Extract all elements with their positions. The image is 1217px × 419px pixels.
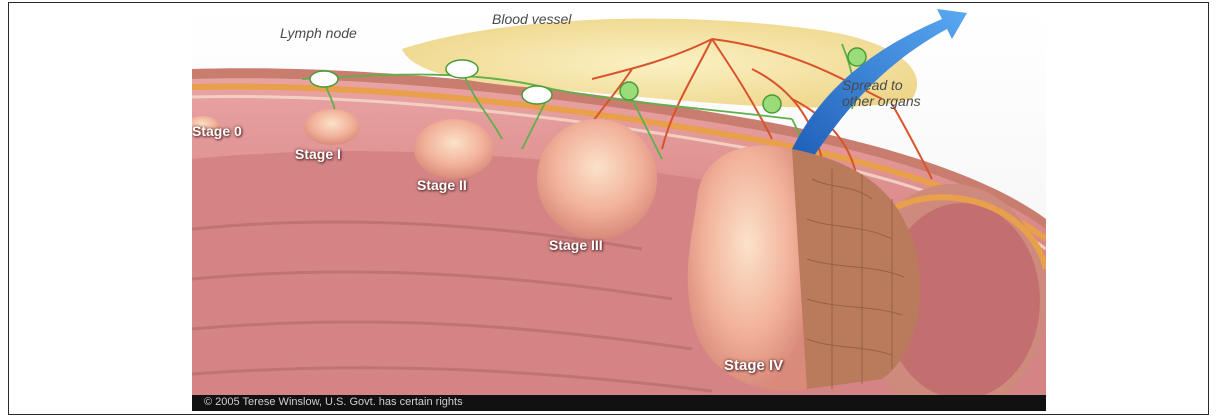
copyright-notice: © 2005 Terese Winslow, U.S. Govt. has ce… bbox=[204, 396, 463, 408]
stage-1-label: Stage I bbox=[295, 146, 341, 162]
spread-label-line1: Spread to bbox=[842, 77, 903, 93]
lymph-node-label: Lymph node bbox=[280, 25, 357, 41]
stage-0-label: Stage 0 bbox=[192, 123, 242, 139]
stage-4-label: Stage IV bbox=[724, 357, 783, 374]
stage-3-label: Stage III bbox=[549, 237, 603, 253]
blood-vessel-label: Blood vessel bbox=[492, 11, 571, 27]
image-frame: Lymph node Blood vessel Spread to other … bbox=[8, 2, 1209, 415]
spread-label-line2: other organs bbox=[842, 93, 921, 109]
illustration-artwork bbox=[192, 9, 1046, 411]
colon-cancer-stages-illustration: Lymph node Blood vessel Spread to other … bbox=[192, 9, 1046, 411]
stage-2-label: Stage II bbox=[417, 177, 467, 193]
